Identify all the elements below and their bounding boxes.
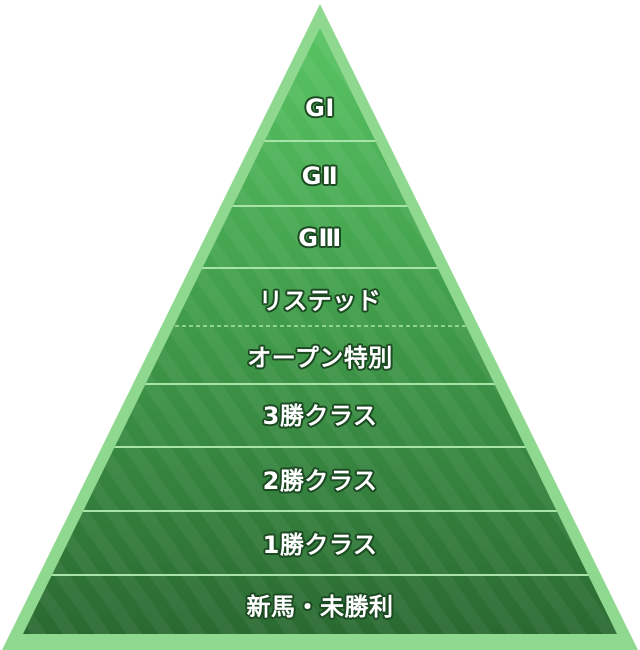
- pyramid-stripes: [23, 28, 617, 634]
- tier-label-open-special: オープン特別: [247, 344, 393, 372]
- tier-label-maiden: 新馬・未勝利: [246, 593, 394, 621]
- tier-label-listed: リステッド: [258, 287, 382, 315]
- tier-label-3win-class: 3勝クラス: [262, 402, 378, 430]
- tier-label-2win-class: 2勝クラス: [262, 467, 378, 495]
- tier-label-g3: GⅢ: [298, 224, 342, 252]
- tier-label-1win-class: 1勝クラス: [262, 531, 378, 559]
- tier-label-g1: GⅠ: [305, 94, 335, 122]
- tier-label-g2: GⅡ: [301, 162, 339, 190]
